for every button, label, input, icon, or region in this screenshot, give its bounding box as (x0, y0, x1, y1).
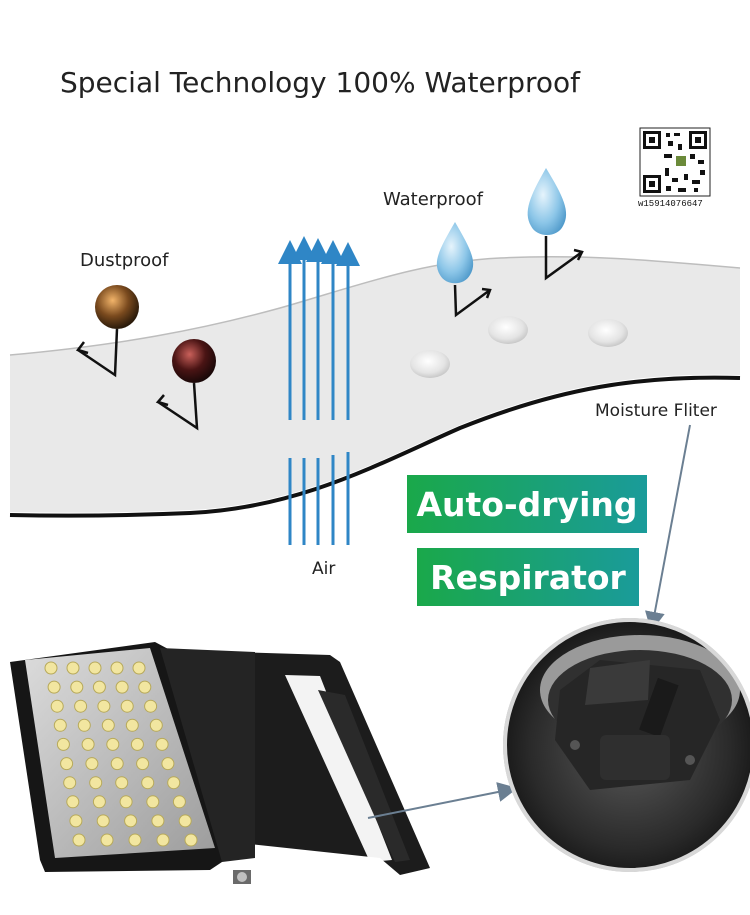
flood-light-product (10, 642, 430, 884)
led-dot (50, 699, 64, 713)
led-dot (184, 833, 198, 847)
membrane-top-edge (9, 256, 741, 356)
led-dot (56, 737, 70, 751)
moisture-filter-pointer (645, 424, 691, 632)
respirator-badge: Respirator (417, 548, 639, 606)
led-dot (47, 680, 61, 694)
led-dot (115, 680, 129, 694)
led-dot (106, 737, 120, 751)
membrane-bottom-edge (9, 375, 741, 518)
led-dot (101, 718, 115, 732)
led-dot (66, 795, 80, 809)
led-dot (146, 795, 160, 809)
auto-drying-badge: Auto-drying (407, 475, 647, 533)
led-dot (77, 718, 91, 732)
qr-caption: w15914076647 (638, 199, 703, 209)
led-dot (110, 661, 124, 675)
led-dot (151, 814, 165, 828)
led-dot (66, 661, 80, 675)
waterproof-label: Waterproof (383, 189, 484, 210)
led-dot (155, 737, 169, 751)
led-dot (138, 680, 152, 694)
qr-code-icon (639, 127, 711, 197)
led-dot (85, 757, 99, 771)
led-dot (178, 814, 192, 828)
water-drop-icon (527, 168, 584, 281)
led-dot (144, 699, 158, 713)
air-label: Air (312, 559, 335, 579)
led-dot (141, 776, 155, 790)
page-title: Special Technology 100% Waterproof (60, 66, 581, 99)
led-dot (96, 814, 110, 828)
led-array (44, 661, 198, 847)
led-dot (156, 833, 170, 847)
respirator-text: Respirator (430, 558, 626, 597)
led-dot (110, 757, 124, 771)
led-dot (60, 757, 74, 771)
led-dot (81, 737, 95, 751)
led-dot (100, 833, 114, 847)
water-bead (410, 316, 628, 378)
air-arrows (278, 236, 360, 545)
auto-drying-text: Auto-drying (416, 485, 637, 524)
led-dot (119, 795, 133, 809)
led-dot (115, 776, 129, 790)
led-dot (132, 661, 146, 675)
led-dot (89, 776, 103, 790)
led-dot (161, 757, 175, 771)
led-dot (167, 776, 181, 790)
dust-particle-icon (155, 339, 216, 431)
dust-particle-icon (75, 285, 139, 378)
water-drop-icon (436, 222, 492, 318)
led-dot (92, 795, 106, 809)
led-dot (136, 757, 150, 771)
led-dot (128, 833, 142, 847)
led-dot (124, 814, 138, 828)
led-dot (97, 699, 111, 713)
led-dot (53, 718, 67, 732)
respirator-detail-pointer (367, 782, 518, 819)
led-dot (172, 795, 186, 809)
respirator-detail-circle (503, 618, 750, 872)
led-dot (44, 661, 58, 675)
led-dot (70, 680, 84, 694)
led-dot (69, 814, 83, 828)
led-dot (149, 718, 163, 732)
led-dot (125, 718, 139, 732)
led-dot (130, 737, 144, 751)
membrane-layer (10, 256, 740, 513)
led-dot (74, 699, 88, 713)
led-dot (63, 776, 77, 790)
moisture-filter-label: Moisture Fliter (595, 401, 717, 421)
led-dot (120, 699, 134, 713)
led-dot (72, 833, 86, 847)
led-dot (88, 661, 102, 675)
led-dot (92, 680, 106, 694)
dustproof-label: Dustproof (80, 250, 169, 271)
